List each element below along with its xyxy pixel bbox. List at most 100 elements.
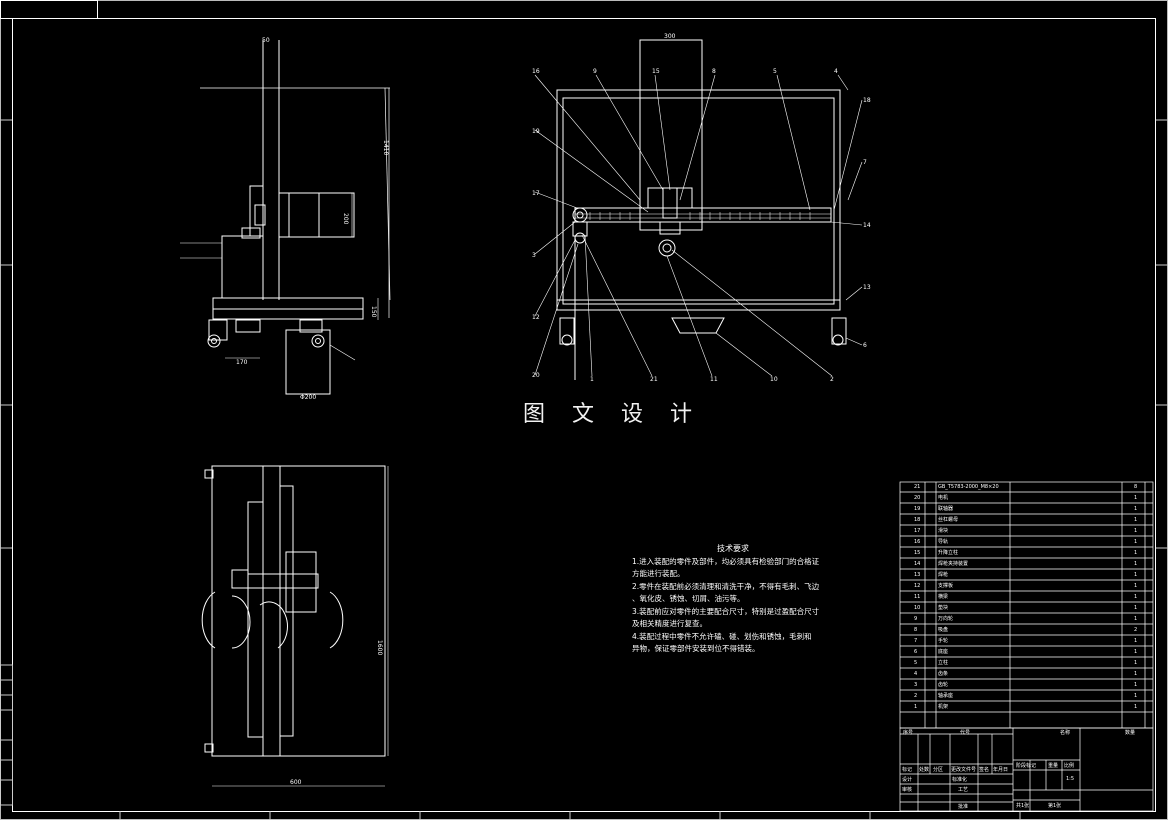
callout-number: 7: [863, 159, 867, 166]
bom-name: 焊枪夹持装置: [938, 561, 969, 567]
bom-name: 轴承座: [938, 693, 954, 699]
bom-no: 10: [914, 605, 921, 611]
bom-row: 10 垫块 1: [900, 603, 1153, 613]
tb-scale-value: 1:5: [1066, 776, 1075, 782]
bom-name: 联轴器: [938, 506, 954, 512]
bom-qty: 1: [1134, 594, 1138, 600]
bom-qty: 1: [1134, 693, 1138, 699]
bom-qty: 1: [1134, 649, 1138, 655]
bom-name: 底座: [938, 649, 949, 655]
bom-qty: 1: [1134, 682, 1138, 688]
callout-number: 21: [650, 376, 658, 383]
bom-no: 20: [914, 495, 921, 501]
bom-row: 9 万向轮 1: [900, 614, 1153, 624]
tb-zone: 分区: [933, 767, 944, 773]
leader-lines: [534, 74, 863, 377]
bom-qty: 1: [1134, 616, 1138, 622]
bom-no: 14: [914, 561, 921, 567]
bom-qty: 1: [1134, 550, 1138, 556]
bom-name: 齿轮: [938, 682, 949, 688]
tech-line: 异物，保证零部件安装到位不得错装。: [632, 644, 760, 653]
dim-plan-length: 1600: [376, 640, 383, 655]
dim-height: 1410: [382, 140, 389, 155]
callout-number: 3: [532, 252, 536, 259]
bom-name: 支撑板: [938, 583, 954, 589]
rack-teeth: [589, 212, 811, 220]
bom-header-qty: 数量: [1125, 730, 1136, 736]
plan-view: [201, 465, 389, 787]
bom-no: 12: [914, 583, 921, 589]
zone-ticks: [0, 119, 1168, 820]
callout-number: 11: [710, 376, 718, 383]
bom-header-name: 名称: [1060, 730, 1071, 736]
bom-no: 6: [914, 649, 918, 655]
dimension-labels: 50 1410 200 150 170 Φ200 300 1600 600: [236, 33, 676, 786]
tb-approve: 批准: [958, 804, 969, 810]
bom-qty: 1: [1134, 671, 1138, 677]
tb-weight: 重量: [1048, 763, 1059, 769]
tb-design: 设计: [902, 777, 913, 783]
bom-name: 焊枪: [938, 572, 949, 578]
top-left-box: [0, 0, 98, 19]
callout-number: 1: [590, 376, 594, 383]
tech-line: 1.进入装配的零件及部件，均必须具有检验部门的合格证: [632, 556, 820, 566]
callout-number: 4: [834, 68, 838, 75]
bom-no: 17: [914, 528, 921, 534]
dim-plan-width: 600: [290, 779, 302, 786]
bom-no: 13: [914, 572, 921, 578]
tech-line: 2.零件在装配前必须清理和清洗干净，不得有毛刺、飞边: [632, 581, 820, 591]
watermark-text: 图 文 设 计: [523, 402, 702, 427]
dim-top-width: 300: [664, 33, 676, 40]
bom-name: 手轮: [938, 638, 949, 644]
front-view: [534, 39, 863, 380]
bom-name: 机架: [938, 704, 949, 710]
tb-date: 年月日: [993, 767, 1009, 773]
bom-no: 8: [914, 627, 918, 633]
bom-name: 电机: [938, 495, 949, 501]
bom-qty: 1: [1134, 517, 1138, 523]
dim-wheel-offset: 170: [236, 359, 248, 366]
bom-qty: 1: [1134, 605, 1138, 611]
callout-number: 12: [532, 314, 540, 321]
tech-line: 及相关精度进行复查。: [632, 619, 707, 628]
tech-line: 3.装配前应对零件的主要配合尺寸，特别是过盈配合尺寸: [632, 606, 820, 616]
bom-no: 7: [914, 638, 918, 644]
bom-name: 垫块: [938, 605, 949, 611]
bom-no: 11: [914, 594, 921, 600]
callout-number: 13: [863, 284, 871, 291]
bom-no: 21: [914, 484, 921, 490]
bom-name: 立柱: [938, 660, 949, 666]
bom-qty: 2: [1134, 627, 1138, 633]
dim-motor-box: 200: [342, 213, 349, 225]
tb-scale: 比例: [1064, 763, 1075, 769]
bom-row: 6 底座 1: [900, 647, 1153, 657]
bom-row: 7 手轮 1: [900, 636, 1153, 646]
bom-name: 横梁: [938, 594, 949, 600]
bom-name: 升降立柱: [938, 550, 959, 556]
tb-change-no: 更改文件号: [951, 767, 977, 773]
bom-row: 12 支撑板 1: [900, 581, 1153, 591]
inner-border: [12, 18, 1156, 812]
bom-no: 9: [914, 616, 918, 622]
bom-qty: 1: [1134, 506, 1138, 512]
bom-no: 1: [914, 704, 918, 710]
bom-name: 万向轮: [938, 616, 954, 622]
bom-qty: 8: [1134, 484, 1138, 490]
callout-number: 20: [532, 372, 540, 379]
bom-qty: 1: [1134, 638, 1138, 644]
bom-qty: 1: [1134, 583, 1138, 589]
bom-name: 吸盘: [938, 627, 949, 633]
